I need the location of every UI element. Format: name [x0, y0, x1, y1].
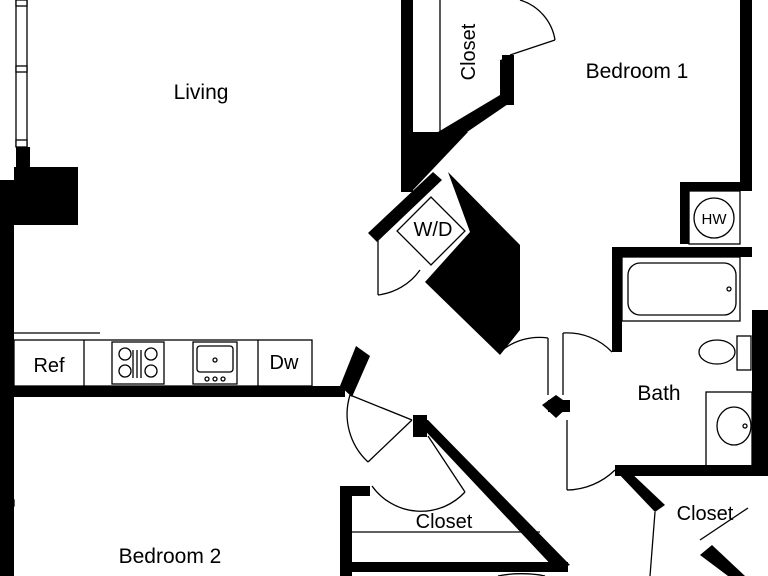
wall-closet-solid: [401, 132, 468, 190]
wall-hw-top: [680, 182, 752, 191]
wall-bath-closet-right: [700, 545, 745, 576]
label-refrigerator: Ref: [33, 355, 65, 377]
wall-column-block: [14, 167, 78, 225]
label-water-heater: HW: [702, 211, 728, 228]
wall-closet-diagonal: [438, 57, 514, 145]
wall-bath-bottom: [615, 465, 768, 476]
bathtub: [621, 256, 741, 322]
wall-bath-right: [752, 310, 768, 475]
vanity: [705, 391, 753, 471]
door-bath: [499, 332, 616, 491]
label-bedroom1: Bedroom 1: [586, 60, 689, 83]
label-bath: Bath: [637, 382, 680, 405]
wall-bed2-closet-top: [340, 486, 370, 496]
labels: Living Bedroom 1 Bedroom 2 Bath Closet C…: [33, 23, 733, 568]
wall-bed2-closet-left: [340, 488, 352, 576]
wall-bath-top: [612, 247, 752, 257]
wall-bath-small: [548, 400, 570, 412]
label-closet-bed2: Closet: [416, 511, 473, 533]
window-living: [15, 0, 28, 148]
hw-closet: [688, 190, 741, 245]
wall-closet-right-post: [502, 55, 514, 105]
bed2-closet-fixture: [497, 573, 546, 576]
wall-left-exterior: [0, 180, 14, 576]
wd-unit: [377, 196, 466, 296]
wall-kitchen-bottom: [0, 386, 345, 397]
label-dishwasher: Dw: [270, 352, 299, 374]
wall-wd-solid: [425, 172, 520, 355]
wall-bath-closet-diagonal: [615, 470, 665, 512]
label-washer-dryer: W/D: [414, 219, 453, 241]
hw-tank: [693, 197, 735, 239]
door-bath-closet: [649, 507, 749, 576]
window-bedroom2: [0, 499, 15, 576]
label-closet-bath: Closet: [677, 503, 734, 525]
label-living: Living: [174, 81, 229, 104]
label-bedroom2: Bedroom 2: [119, 545, 222, 568]
wall-bedroom1-right: [740, 0, 752, 190]
wall-kitchen-angle: [340, 346, 370, 397]
door-bed2-closet: [352, 435, 540, 533]
toilet: [698, 335, 752, 371]
wall-bath-left: [612, 247, 622, 352]
wall-wd-left: [368, 172, 442, 242]
door-bedroom1: [509, 0, 556, 56]
label-closet-bed1: Closet: [458, 23, 480, 80]
wall-bed2-closet-stub: [413, 415, 427, 437]
wall-bed2-closet-bottom: [340, 562, 568, 572]
kitchen-counter: [13, 332, 313, 387]
door-bedroom2: [346, 394, 413, 463]
wall-column-top: [16, 147, 30, 169]
wall-hw-left: [680, 182, 689, 244]
